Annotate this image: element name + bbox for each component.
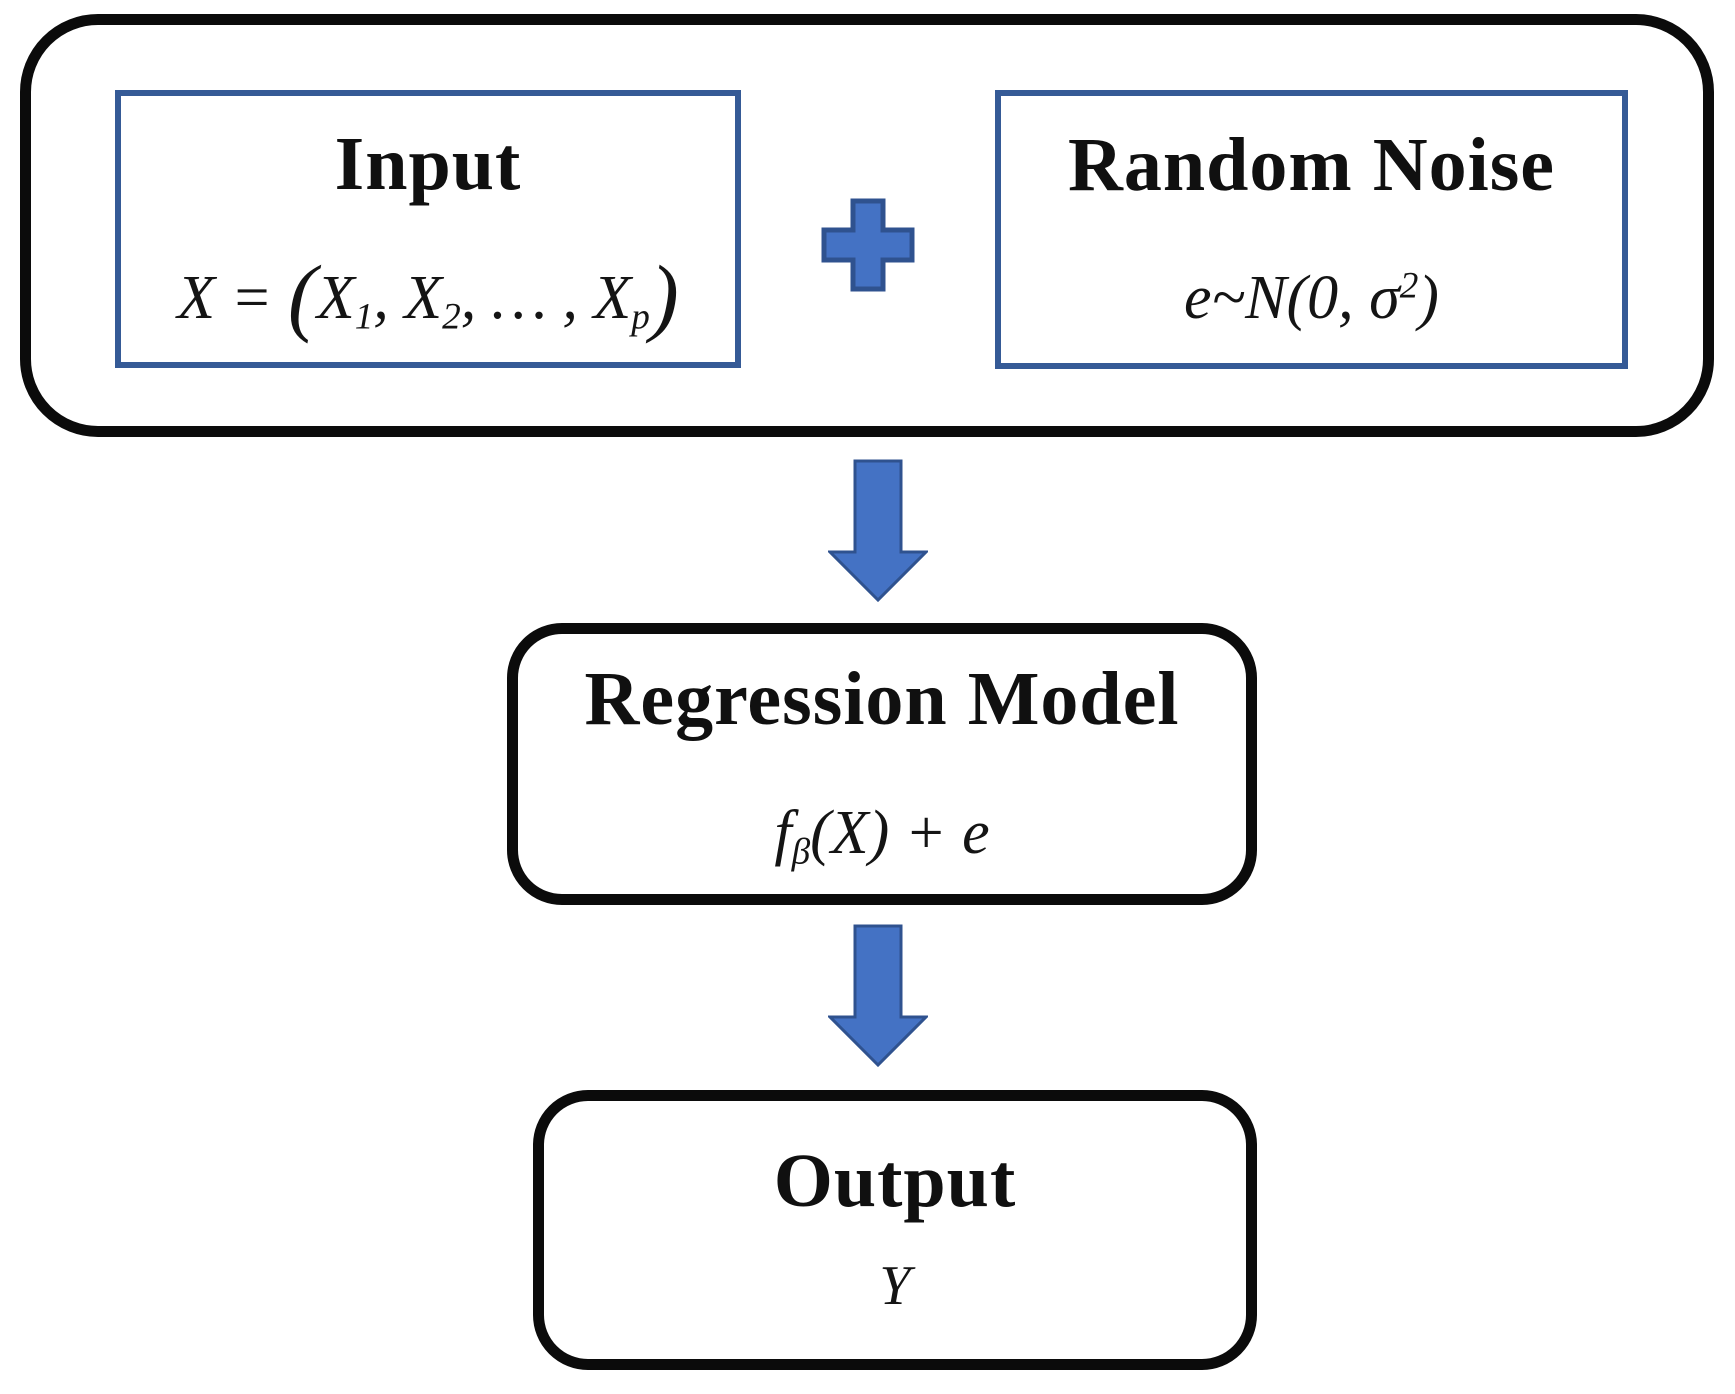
random-noise-formula: e~N(0, σ2) — [1184, 264, 1439, 333]
random-noise-box: Random Noise e~N(0, σ2) — [995, 90, 1628, 369]
regression-model-box: Regression Model fβ(X) + e — [507, 623, 1257, 905]
regression-model-box-title: Regression Model — [584, 657, 1180, 741]
plus-icon — [820, 197, 916, 293]
input-box: Input X = (X1, X2, … , Xp) — [115, 90, 741, 368]
output-box: Output Y — [533, 1090, 1257, 1370]
input-noise-group-container: Input X = (X1, X2, … , Xp) Random Noise … — [20, 14, 1714, 437]
input-box-title: Input — [334, 122, 522, 206]
down-arrow-icon-bottom — [826, 924, 930, 1068]
output-formula: Y — [879, 1255, 911, 1318]
regression-model-formula: fβ(X) + e — [774, 798, 990, 872]
input-formula: X = (X1, X2, … , Xp) — [177, 247, 679, 344]
output-box-title: Output — [773, 1138, 1017, 1223]
down-arrow-icon-top — [826, 459, 930, 603]
random-noise-box-title: Random Noise — [1067, 122, 1556, 207]
